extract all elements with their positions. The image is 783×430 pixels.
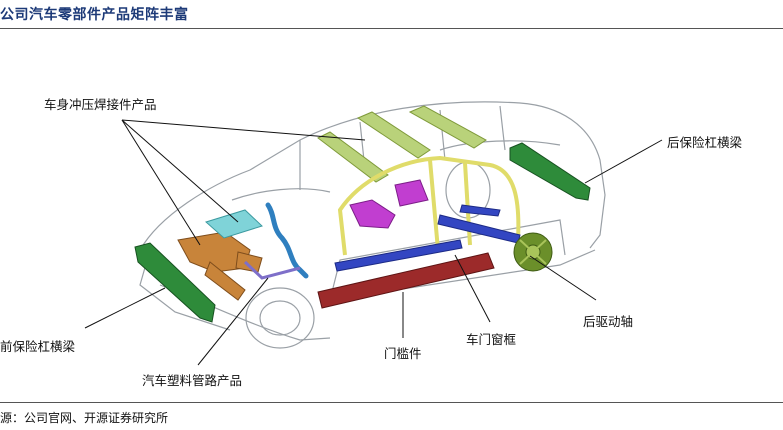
plastic-piping [265,202,309,279]
label-door-window-frame: 车门窗框 [466,332,517,347]
figure-title: 公司汽车零部件产品矩阵丰富 [0,7,189,23]
rear-bumper-beam [509,142,591,201]
car-outline [139,101,606,349]
leader-lines [84,119,663,366]
door-sill [317,252,495,309]
teal-panel [205,209,263,239]
label-plastic-piping: 汽车塑料管路产品 [142,373,243,388]
floor-rails [334,204,521,272]
roof-stampings [317,105,487,183]
footer-rule [0,402,783,403]
label-rear-bumper-beam: 后保险杠横梁 [667,135,743,150]
source-note: 源：公司官网、开源证券研究所 [0,411,169,425]
label-front-bumper-beam: 前保险杠横梁 [0,339,76,354]
pipe-violet [243,260,301,280]
title-rule [0,28,783,29]
label-rear-drive-axle: 后驱动轴 [583,314,634,329]
rear-drive-axle [513,232,553,272]
label-door-sill: 门槛件 [384,346,422,361]
label-body-stamping: 车身冲压焊接件产品 [44,97,157,112]
front-bumper-beam [134,242,216,323]
inner-bracket [349,179,429,229]
front-stamping [177,231,263,301]
